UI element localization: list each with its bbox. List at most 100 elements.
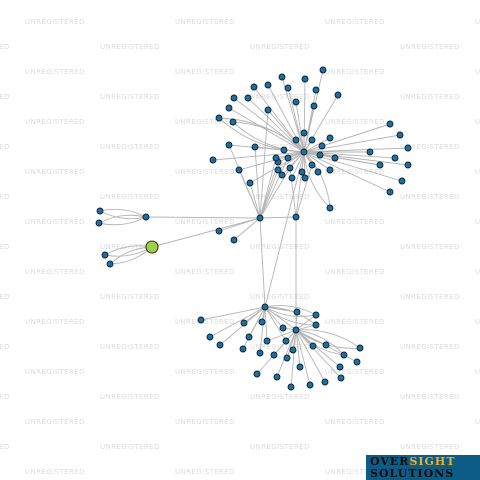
entity-node[interactable] (256, 214, 264, 222)
entity-node[interactable] (244, 94, 252, 102)
entity-node[interactable] (225, 104, 233, 112)
entity-node[interactable] (230, 94, 238, 102)
entity-node[interactable] (261, 303, 269, 311)
entity-node[interactable] (245, 333, 253, 341)
entity-node[interactable] (316, 151, 324, 159)
entity-node[interactable] (319, 66, 327, 74)
entity-node[interactable] (326, 204, 334, 212)
edge-link (232, 121, 305, 153)
edge-link (295, 329, 326, 383)
entity-node[interactable] (318, 142, 326, 150)
focus-entity-node[interactable] (145, 240, 159, 254)
entity-node[interactable] (340, 351, 348, 359)
entity-node[interactable] (235, 166, 243, 174)
entity-node[interactable] (306, 381, 314, 389)
entity-node[interactable] (292, 136, 300, 144)
entity-node[interactable] (404, 161, 412, 169)
edge-link (264, 306, 268, 342)
entity-node[interactable] (353, 358, 361, 366)
entity-node[interactable] (404, 144, 412, 152)
entity-node[interactable] (96, 207, 104, 215)
entity-node[interactable] (301, 174, 309, 182)
entity-node[interactable] (300, 148, 308, 156)
entity-node[interactable] (287, 383, 295, 391)
entity-node[interactable] (309, 342, 317, 350)
entity-node[interactable] (101, 251, 109, 259)
entity-node[interactable] (301, 75, 309, 83)
entity-node[interactable] (292, 98, 300, 106)
entity-node[interactable] (253, 370, 261, 378)
entity-node[interactable] (283, 354, 291, 362)
entity-node[interactable] (321, 378, 329, 386)
entity-node[interactable] (279, 324, 287, 332)
entity-node[interactable] (270, 351, 278, 359)
entity-node[interactable] (289, 346, 297, 354)
entity-node[interactable] (334, 91, 342, 99)
entity-node[interactable] (398, 177, 406, 185)
entity-node[interactable] (215, 114, 223, 122)
entity-node[interactable] (230, 236, 238, 244)
entity-node[interactable] (396, 131, 404, 139)
entity-node[interactable] (274, 166, 282, 174)
entity-node[interactable] (240, 319, 248, 327)
entity-node[interactable] (300, 129, 308, 137)
entity-node[interactable] (331, 154, 339, 162)
entity-node[interactable] (239, 345, 247, 353)
entity-node[interactable] (312, 86, 320, 94)
entity-node[interactable] (95, 219, 103, 227)
entity-node[interactable] (391, 154, 399, 162)
entity-node[interactable] (312, 311, 320, 319)
entity-node[interactable] (263, 337, 271, 345)
entity-node[interactable] (293, 308, 301, 316)
entity-node[interactable] (225, 141, 233, 149)
entity-node[interactable] (326, 166, 334, 174)
entity-node[interactable] (356, 344, 364, 352)
entity-node[interactable] (336, 363, 344, 371)
entity-node[interactable] (288, 174, 296, 182)
entity-node[interactable] (284, 154, 292, 162)
entity-node[interactable] (386, 120, 394, 128)
watermark-text: UNREGISTERED (0, 243, 10, 251)
entity-node[interactable] (322, 341, 330, 349)
entity-node[interactable] (215, 227, 223, 235)
entity-node[interactable] (229, 118, 237, 126)
entity-node[interactable] (206, 333, 214, 341)
entity-node[interactable] (106, 260, 114, 268)
entity-node[interactable] (286, 164, 294, 172)
entity-node[interactable] (216, 341, 224, 349)
entity-node[interactable] (197, 316, 205, 324)
entity-node[interactable] (278, 171, 286, 179)
entity-node[interactable] (376, 161, 384, 169)
edge-link (267, 109, 305, 153)
edge-link (256, 329, 297, 375)
entity-node[interactable] (308, 161, 316, 169)
entity-node[interactable] (337, 374, 345, 382)
entity-node[interactable] (314, 168, 322, 176)
entity-node[interactable] (256, 349, 264, 357)
entity-node[interactable] (292, 213, 300, 221)
entity-node[interactable] (308, 136, 316, 144)
entity-node[interactable] (296, 363, 304, 371)
entity-node[interactable] (284, 84, 292, 92)
node-layer (95, 66, 412, 391)
entity-node[interactable] (310, 102, 318, 110)
entity-node[interactable] (272, 154, 280, 162)
entity-node[interactable] (142, 213, 150, 221)
entity-node[interactable] (250, 83, 258, 91)
entity-node[interactable] (282, 337, 290, 345)
entity-node[interactable] (273, 373, 281, 381)
entity-node[interactable] (209, 156, 217, 164)
entity-node[interactable] (312, 321, 320, 329)
entity-node[interactable] (298, 168, 306, 176)
entity-node[interactable] (264, 81, 272, 89)
entity-node[interactable] (280, 146, 288, 154)
entity-node[interactable] (278, 73, 286, 81)
entity-node[interactable] (258, 318, 266, 326)
entity-node[interactable] (251, 143, 259, 151)
entity-node[interactable] (366, 148, 374, 156)
entity-node[interactable] (246, 179, 254, 187)
entity-node[interactable] (386, 188, 394, 196)
entity-node[interactable] (292, 326, 300, 334)
entity-node[interactable] (264, 106, 272, 114)
entity-node[interactable] (326, 134, 334, 142)
